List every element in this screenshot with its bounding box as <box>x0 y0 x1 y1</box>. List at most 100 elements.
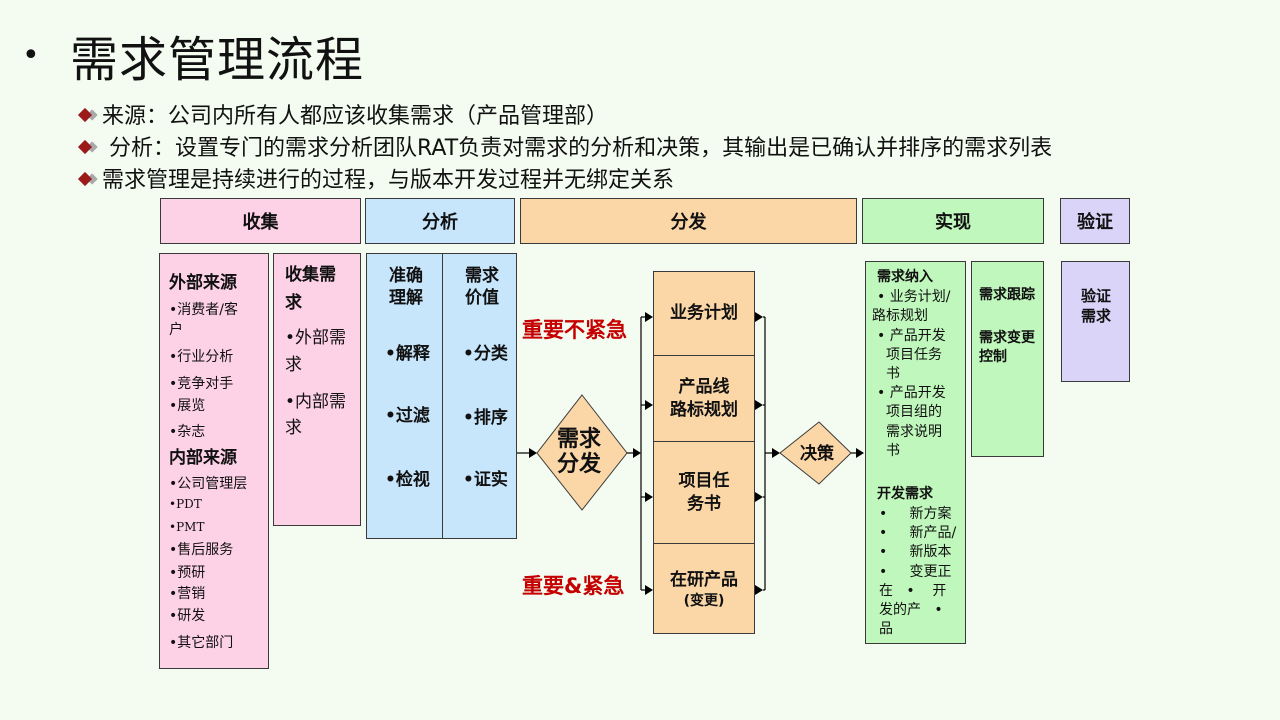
header-verify: 验证 <box>1060 198 1130 244</box>
tracking-box: 需求跟踪 需求变更 控制 <box>971 261 1044 457</box>
implement-item: • 新产品/ <box>879 525 957 541</box>
bullet-text: 分析：设置专门的需求分析团队RAT负责对需求的分析和决策，其输出是已确认并排序的… <box>102 136 1053 161</box>
arrow-head <box>755 312 763 322</box>
decision-label: 决策 <box>800 444 834 464</box>
plan-label: (变更) <box>683 592 725 609</box>
collect-title: 求 <box>285 293 302 313</box>
priority-important-not-urgent: 重要不紧急 <box>522 318 627 342</box>
source-item: •PMT <box>169 520 205 534</box>
implement-box: 需求纳入 • 业务计划/ 路标规划 • 产品开发 项目任务 书 • 产品开发 项… <box>865 261 966 644</box>
implement-item: • 新方案 <box>879 506 952 522</box>
implement-item: 路标规划 <box>872 308 928 324</box>
arrow-head <box>633 448 641 458</box>
source-item: •售后服务 <box>169 542 234 558</box>
collect-requirements-box: 收集需 求 •外部需 求 •内部需 求 <box>273 253 361 526</box>
source-item: 户 <box>169 322 183 338</box>
analysis-understand-box: 准确 理解 •解释 •过滤 •检视 <box>366 253 443 539</box>
plan-label: 在研产品 <box>670 569 738 590</box>
collect-item: •内部需 <box>285 392 347 412</box>
bullet-continuous: 需求管理是持续进行的过程，与版本开发过程并无绑定关系 <box>77 162 675 194</box>
plan-label: 业务计划 <box>670 303 738 324</box>
analysis-value-box: 需求 价值 •分类 •排序 •证实 <box>442 253 517 539</box>
implement-item: 发的产 • <box>879 602 943 618</box>
arrow-head <box>755 400 763 410</box>
arrow-head <box>856 448 864 458</box>
priority-important-urgent: 重要&紧急 <box>522 574 625 598</box>
implement-item: 书 <box>886 443 900 459</box>
verify-label: 验证 <box>1081 287 1112 305</box>
tracking-title: 控制 <box>979 349 1007 365</box>
collect-item: •外部需 <box>285 328 347 348</box>
analysis-item: •排序 <box>463 408 508 428</box>
plan-label: 产品线 <box>678 376 730 397</box>
arrow-head <box>772 448 780 458</box>
source-item: •公司管理层 <box>169 476 248 492</box>
source-item: •预研 <box>169 565 206 581</box>
analysis-title: 价值 <box>465 288 499 308</box>
source-item: •行业分析 <box>169 349 234 365</box>
verify-label: 需求 <box>1081 307 1112 325</box>
implement-item: 需求说明 <box>886 424 942 440</box>
plan-in-dev-product: 在研产品 (变更) <box>654 544 754 635</box>
plan-business: 业务计划 <box>654 272 754 356</box>
implement-item: • 变更正 <box>879 564 952 580</box>
bullet-source: 来源：公司内所有人都应该收集需求（产品管理部） <box>77 98 609 130</box>
analysis-title: 准确 <box>389 266 423 286</box>
verify-box: 验证 需求 <box>1061 261 1130 382</box>
header-implement: 实现 <box>862 198 1044 244</box>
dispatch-label-line: 需求 <box>557 427 602 452</box>
analysis-item: •检视 <box>385 470 430 490</box>
implement-item: • 新版本 <box>879 544 952 560</box>
external-sources-title: 外部来源 <box>169 273 237 293</box>
arrow-head <box>529 448 537 458</box>
bullet-text: 需求管理是持续进行的过程，与版本开发过程并无绑定关系 <box>102 168 675 193</box>
collect-item: 求 <box>285 418 302 438</box>
bullet-text: 来源：公司内所有人都应该收集需求（产品管理部） <box>102 104 609 129</box>
collect-title: 收集需 <box>285 265 336 285</box>
decision-diamond-shape <box>779 421 852 485</box>
dispatch-label-line: 分发 <box>557 452 602 478</box>
source-item: •杂志 <box>169 424 206 440</box>
dispatch-diamond-label: 需求 分发 <box>557 427 601 478</box>
implement-item: • 产品开发 <box>877 385 946 401</box>
analysis-item: •解释 <box>385 344 430 364</box>
arrow-head <box>755 585 763 595</box>
plan-task-book: 项目任 务书 <box>654 442 754 544</box>
implement-item: 品 <box>879 621 893 637</box>
arrow-head <box>645 400 653 410</box>
implement-title: 开发需求 <box>877 486 933 502</box>
internal-sources-title: 内部来源 <box>169 448 237 468</box>
implement-item: 项目任务 <box>886 347 942 363</box>
implement-item: 书 <box>886 366 900 382</box>
header-analyze: 分析 <box>365 198 515 244</box>
plan-label: 务书 <box>687 493 721 514</box>
plans-column: 业务计划 产品线 路标规划 项目任 务书 在研产品 (变更) <box>653 271 755 634</box>
analysis-item: •分类 <box>463 344 508 364</box>
header-collect: 收集 <box>160 198 361 244</box>
source-item: •展览 <box>169 398 206 414</box>
analysis-title: 理解 <box>389 288 423 308</box>
source-item: •竞争对手 <box>169 376 234 392</box>
tracking-title: 需求跟踪 <box>979 287 1035 303</box>
plan-label: 项目任 <box>678 470 730 491</box>
page-title: 需求管理流程 <box>70 32 365 88</box>
source-item: •营销 <box>169 586 206 602</box>
arrow-head <box>755 492 763 502</box>
source-item: •其它部门 <box>169 635 234 651</box>
arrow-head <box>645 585 653 595</box>
bullet-analysis: 分析：设置专门的需求分析团队RAT负责对需求的分析和决策，其输出是已确认并排序的… <box>77 130 1053 162</box>
dispatch-diamond-shape <box>536 394 628 511</box>
implement-item: • 业务计划/ <box>877 289 951 305</box>
collect-item: 求 <box>285 355 302 375</box>
plan-roadmap: 产品线 路标规划 <box>654 356 754 442</box>
arrow-head <box>645 492 653 502</box>
header-distribute: 分发 <box>520 198 857 244</box>
source-item: •PDT <box>169 497 202 511</box>
sources-box: 外部来源 •消费者/客 户 •行业分析 •竞争对手 •展览 •杂志 内部来源 •… <box>159 253 269 669</box>
implement-item: • 产品开发 <box>877 328 946 344</box>
implement-item: 项目组的 <box>886 404 942 420</box>
implement-title: 需求纳入 <box>877 269 933 285</box>
tracking-title: 需求变更 <box>979 330 1035 346</box>
title-bullet: • <box>22 38 40 73</box>
